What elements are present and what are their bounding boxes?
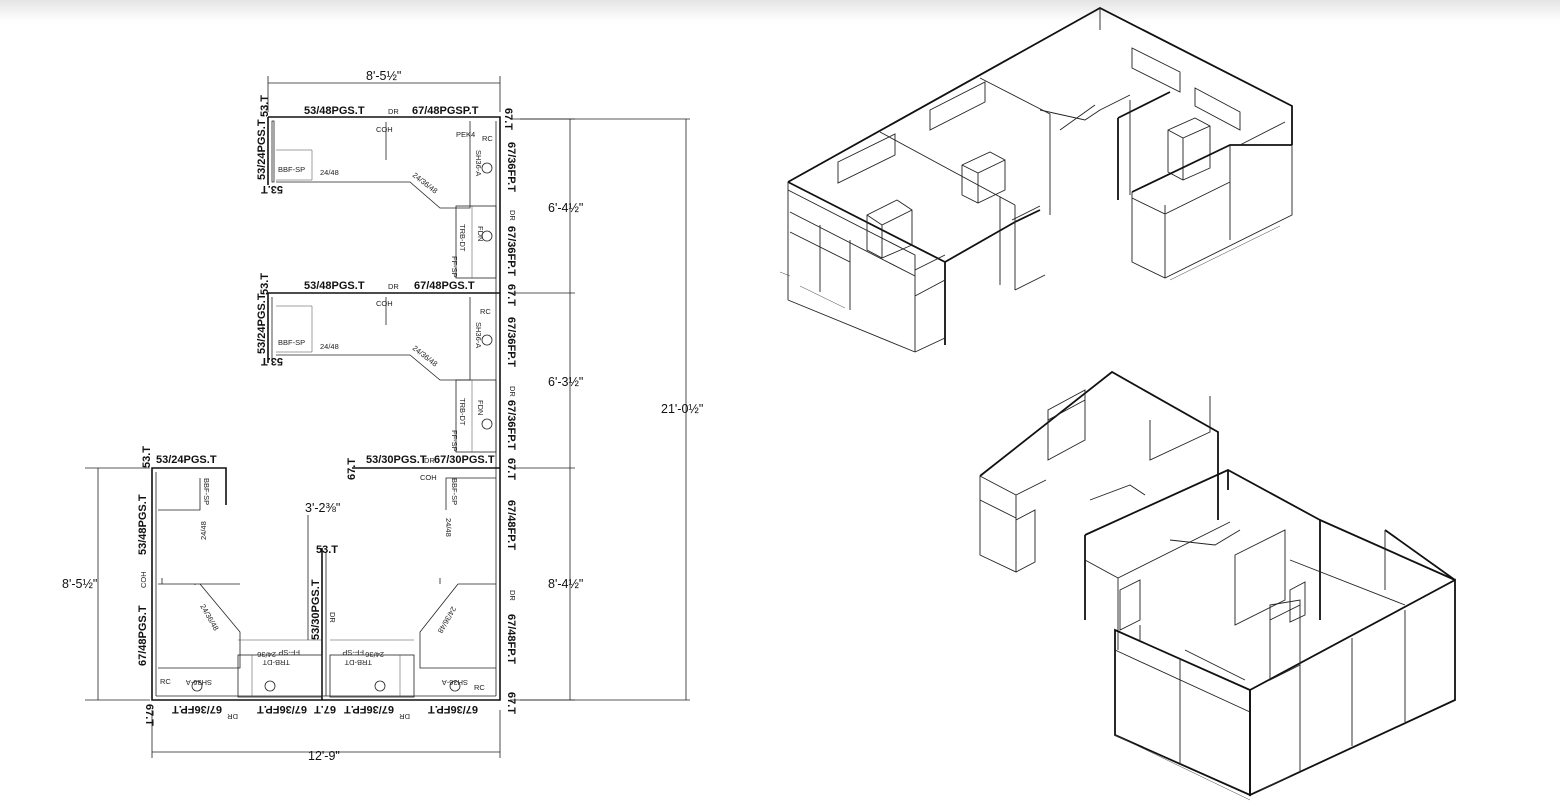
note-width: 24/48: [444, 518, 453, 537]
note-width: 24/36/48: [198, 603, 220, 633]
panel-label: 67/48FP.T: [505, 500, 517, 550]
dim-top-width: 8'-5½": [366, 69, 401, 83]
note-fdn: FDN: [476, 400, 485, 415]
isometric-view-upper: [779, 6, 1293, 353]
note-rc: RC: [474, 683, 485, 692]
note-shelf: SH36-A: [474, 150, 483, 176]
note-fdn: FDN: [476, 226, 485, 241]
note-trb: TRB-DT: [458, 398, 467, 426]
panel-label: 67/36FP.T: [505, 226, 517, 276]
note-width: 24/48: [199, 521, 208, 540]
dim-left-height: 8'-5½": [62, 577, 97, 591]
panel-label: 53/48PGS.T: [137, 494, 149, 555]
post-label: 67.T: [505, 458, 517, 480]
note-coh: COH: [420, 473, 437, 482]
note-rc: RC: [480, 307, 491, 316]
panel-label: 67/36FP.T: [505, 142, 517, 192]
note-dr: DR: [388, 107, 399, 116]
note-dr: DR: [508, 590, 517, 601]
note-trb: TRB-DT: [458, 224, 467, 252]
note-trb: TRB-DT: [344, 658, 372, 667]
note-width: 24/36: [257, 650, 276, 659]
dim-seg1: 6'-4½": [548, 201, 583, 215]
panel-label: 67/36FP.T: [428, 703, 478, 715]
dim-seg2: 6'-3½": [548, 375, 583, 389]
dim-seg3: 8'-4½": [548, 577, 583, 591]
panel-label: 53/48PGS.T: [304, 105, 365, 117]
note-width: 24/48: [320, 168, 339, 177]
note-dr: DR: [388, 282, 399, 291]
note-ff: FF-SP: [450, 256, 459, 278]
panel-label: 67/48PGS.T: [414, 280, 475, 292]
note-pek: PEK4: [456, 130, 475, 139]
note-shelf: SH36-A: [186, 678, 212, 687]
panel-label: 67/36FP.T: [505, 400, 517, 450]
note-ff: FF-SP: [278, 648, 300, 657]
post-label: 53.T: [261, 355, 283, 367]
note-width: 24/36/48: [411, 170, 440, 195]
note-bbf: BBF-SP: [450, 478, 459, 505]
post-label: 53.T: [141, 446, 153, 468]
note-ff: FF-SP: [342, 648, 364, 657]
note-dr: DR: [227, 712, 238, 721]
note-dr: DR: [328, 612, 337, 623]
window-top-strip: [0, 0, 1560, 22]
panel-label: 53/24PGS.T: [256, 293, 268, 354]
note-width: 24/48: [320, 342, 339, 351]
post-label: 67.T: [346, 458, 358, 480]
panel-label: 53/48PGS.T: [304, 280, 365, 292]
panel-label: 67/36FP.T: [505, 317, 517, 367]
post-label: 53.T: [316, 544, 338, 556]
post-label: 53.T: [259, 273, 271, 295]
panel-label: 67/36FP.T: [344, 703, 394, 715]
note-bbf: BBF-SP: [278, 165, 305, 174]
note-shelf: SH36-A: [442, 678, 468, 687]
post-label: 67.T: [502, 108, 514, 130]
note-width: 24/36: [365, 650, 384, 659]
post-label: 67.T: [505, 284, 517, 306]
note-rc: RC: [160, 677, 171, 686]
panel-label: 67/36FP.T: [172, 703, 222, 715]
note-coh: COH: [376, 299, 393, 308]
note-shelf: SH36-A: [474, 322, 483, 348]
note-coh: COH: [376, 125, 393, 134]
note-dr: DR: [508, 386, 517, 397]
isometric-view-lower: [979, 370, 1456, 801]
panel-label: 67/48PGSP.T: [412, 105, 479, 117]
note-ff: FF-SP: [450, 430, 459, 452]
panel-label: 67/48FP.T: [505, 614, 517, 664]
note-coh: COH: [139, 571, 148, 588]
note-bbf: BBF-SP: [202, 478, 211, 505]
note-width: 24/36/48: [411, 343, 440, 368]
post-label: 67.T: [143, 704, 155, 726]
post-label: 53.T: [259, 95, 271, 117]
post-label: 53.T: [261, 183, 283, 195]
note-trb: TRB-DT: [262, 658, 290, 667]
panel-label: 67/30PGS.T: [434, 454, 495, 466]
dim-overall-height: 21'-0½": [661, 402, 703, 416]
post-label: 67.T: [505, 692, 517, 714]
dim-opening: 3'-2⅜": [305, 501, 340, 515]
note-bbf: BBF-SP: [278, 338, 305, 347]
post-label: 67.T: [314, 703, 336, 715]
note-dr: DR: [508, 210, 517, 221]
note-dr: DR: [424, 456, 435, 465]
panel-label: 53/30PGS.T: [310, 579, 322, 640]
note-rc: RC: [482, 134, 493, 143]
panel-label: 53/24PGS.T: [156, 454, 217, 466]
plan-view: [85, 76, 690, 758]
note-width: 24/36/48: [436, 605, 458, 635]
panel-label: 67/48PGS.T: [137, 605, 149, 666]
dim-bottom-width: 12'-9": [308, 749, 340, 763]
panel-label: 53/24PGS.T: [256, 119, 268, 180]
note-dr: DR: [399, 712, 410, 721]
panel-label: 67/36FP.T: [257, 703, 307, 715]
panel-label: 53/30PGS.T: [366, 454, 427, 466]
